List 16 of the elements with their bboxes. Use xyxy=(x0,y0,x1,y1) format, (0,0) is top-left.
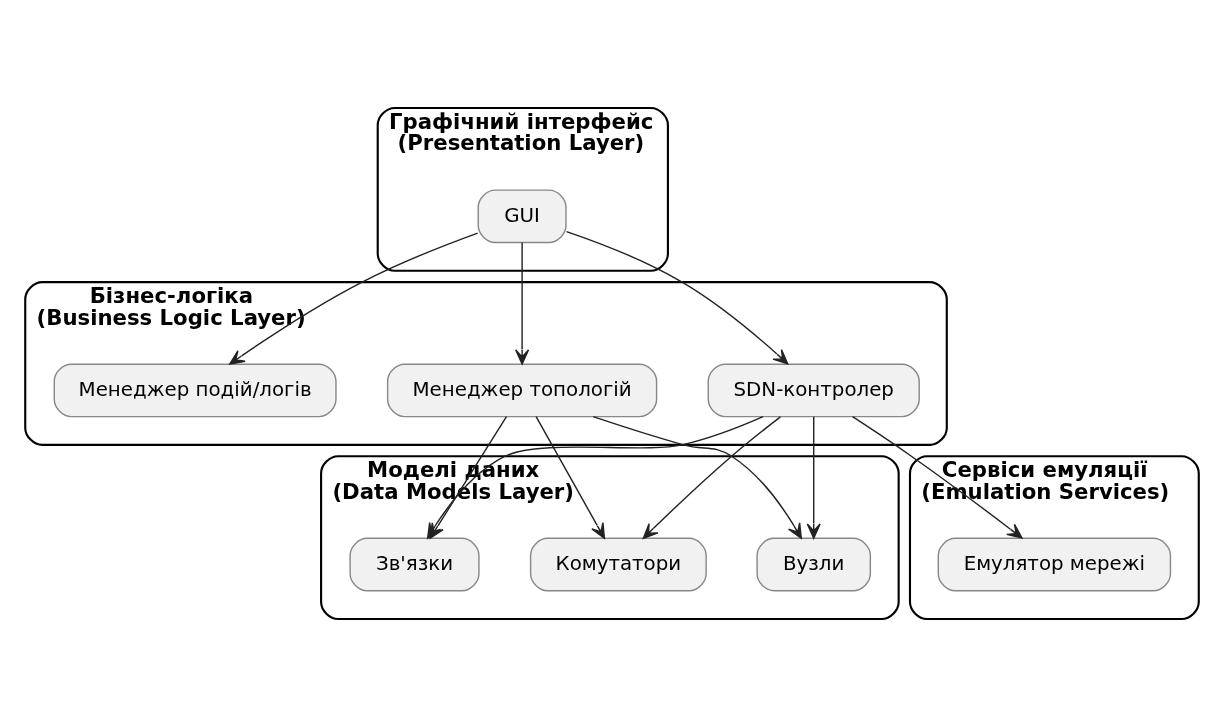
arrow xyxy=(642,415,782,539)
node-box: SDN-контролер xyxy=(707,363,920,417)
node-box: Зв'язки xyxy=(349,537,480,591)
node-box: Емулятор мережі xyxy=(937,537,1172,591)
arrow xyxy=(565,230,789,365)
node-box: GUI xyxy=(477,188,567,243)
arrow xyxy=(592,415,802,539)
node-box: Вузли xyxy=(756,537,872,591)
node-box: Менеджер топологій xyxy=(386,363,658,417)
node-box: Менеджер подій/логів xyxy=(53,363,337,417)
arrow xyxy=(535,415,606,539)
arrow xyxy=(851,415,1023,539)
arrow xyxy=(229,231,479,365)
node-box: Комутатори xyxy=(529,537,707,591)
arrow xyxy=(515,241,530,365)
arrow xyxy=(806,415,821,539)
